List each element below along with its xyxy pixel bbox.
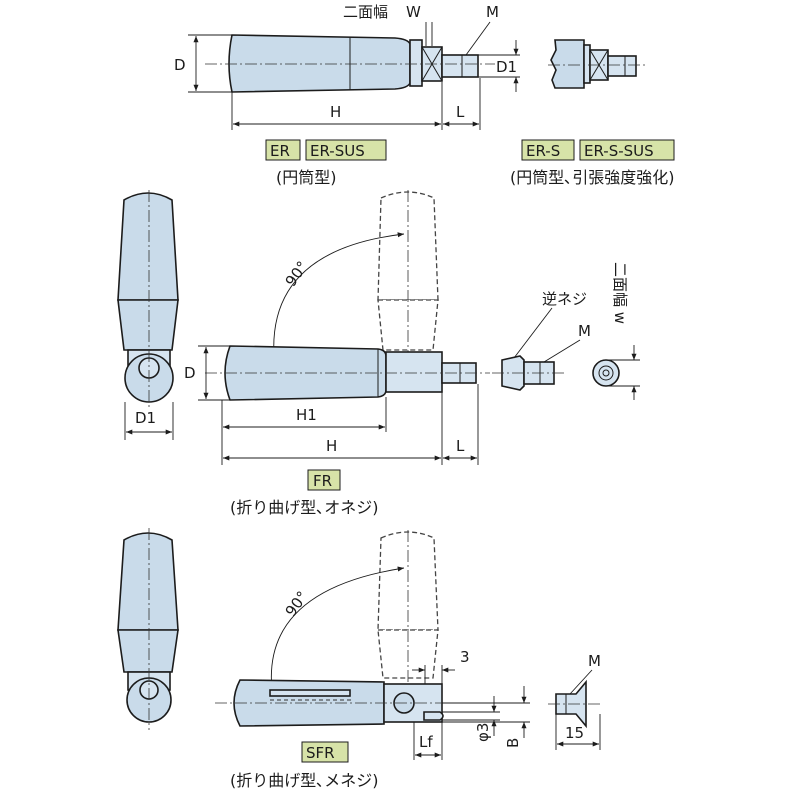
top-label-m: M bbox=[486, 3, 499, 21]
bottom-label-15: 15 bbox=[565, 724, 584, 742]
fr-handle-folded-ghost bbox=[377, 190, 439, 360]
tag-er bbox=[265, 139, 301, 161]
tag-er-sus-text: ER-SUS bbox=[310, 142, 365, 160]
mid-label-angle: 90° bbox=[282, 258, 312, 290]
tag-fr bbox=[307, 469, 341, 491]
tag-fr-text: FR bbox=[313, 472, 332, 490]
er-s-grip-section bbox=[550, 39, 585, 89]
caption-sfr: (折り曲げ型､メネジ) bbox=[230, 771, 379, 790]
mid-label-h: H bbox=[326, 437, 337, 455]
top-label-w-text: 二面幅 bbox=[343, 3, 388, 21]
er-s-partial-view bbox=[548, 39, 648, 89]
bottom-label-phi3: φ3 bbox=[474, 723, 492, 742]
top-label-h: H bbox=[330, 103, 341, 121]
tag-sfr-text: SFR bbox=[306, 744, 335, 762]
bottom-label-m: M bbox=[588, 652, 601, 670]
bottom-label-3: 3 bbox=[460, 648, 470, 666]
mid-label-l: L bbox=[456, 437, 465, 455]
tag-er-s-text: ER-S bbox=[526, 142, 560, 160]
sfr-handle-folded-ghost bbox=[377, 530, 439, 690]
fr-hinge-block bbox=[385, 351, 443, 393]
fr-reverse-screw-detail bbox=[492, 355, 565, 391]
sfr-handle-side-view bbox=[215, 679, 520, 727]
caption-fr: (折り曲げ型､オネジ) bbox=[230, 498, 379, 517]
er-threaded-stud bbox=[441, 54, 479, 78]
top-label-d1: D1 bbox=[496, 58, 517, 76]
mid-label-reverse-screw: 逆ネジ bbox=[542, 290, 587, 308]
tag-er-sus bbox=[305, 139, 387, 161]
tag-er-text: ER bbox=[270, 142, 290, 160]
mid-label-d1: D1 bbox=[135, 409, 156, 427]
top-label-w: W bbox=[406, 3, 421, 21]
mid-label-m: M bbox=[578, 322, 591, 340]
fr-end-view bbox=[117, 190, 179, 410]
er-grip bbox=[228, 34, 411, 93]
fr-nut-end-view bbox=[592, 359, 620, 387]
top-label-d: D bbox=[174, 56, 186, 74]
mid-label-d: D bbox=[184, 364, 196, 382]
fr-handle-side-view bbox=[205, 345, 490, 401]
mid-label-width-across: 二面幅 w bbox=[611, 262, 629, 324]
tag-er-s-sus bbox=[579, 139, 675, 161]
mid-label-h1: H1 bbox=[296, 406, 317, 424]
bottom-label-lf: Lf bbox=[419, 733, 433, 751]
bottom-label-angle: 90° bbox=[282, 588, 312, 620]
bottom-label-b: B bbox=[504, 738, 522, 748]
er-handle-side-view bbox=[205, 34, 495, 93]
sfr-end-view bbox=[117, 528, 179, 730]
top-label-l: L bbox=[456, 103, 465, 121]
er-collar bbox=[409, 39, 423, 87]
caption-er-s: (円筒型､引張強度強化) bbox=[510, 168, 675, 187]
tag-er-s-sus-text: ER-S-SUS bbox=[584, 142, 654, 160]
caption-er: (円筒型) bbox=[276, 168, 337, 187]
tag-er-s bbox=[521, 139, 575, 161]
tag-sfr bbox=[301, 741, 349, 763]
er-s-stud bbox=[607, 55, 637, 77]
